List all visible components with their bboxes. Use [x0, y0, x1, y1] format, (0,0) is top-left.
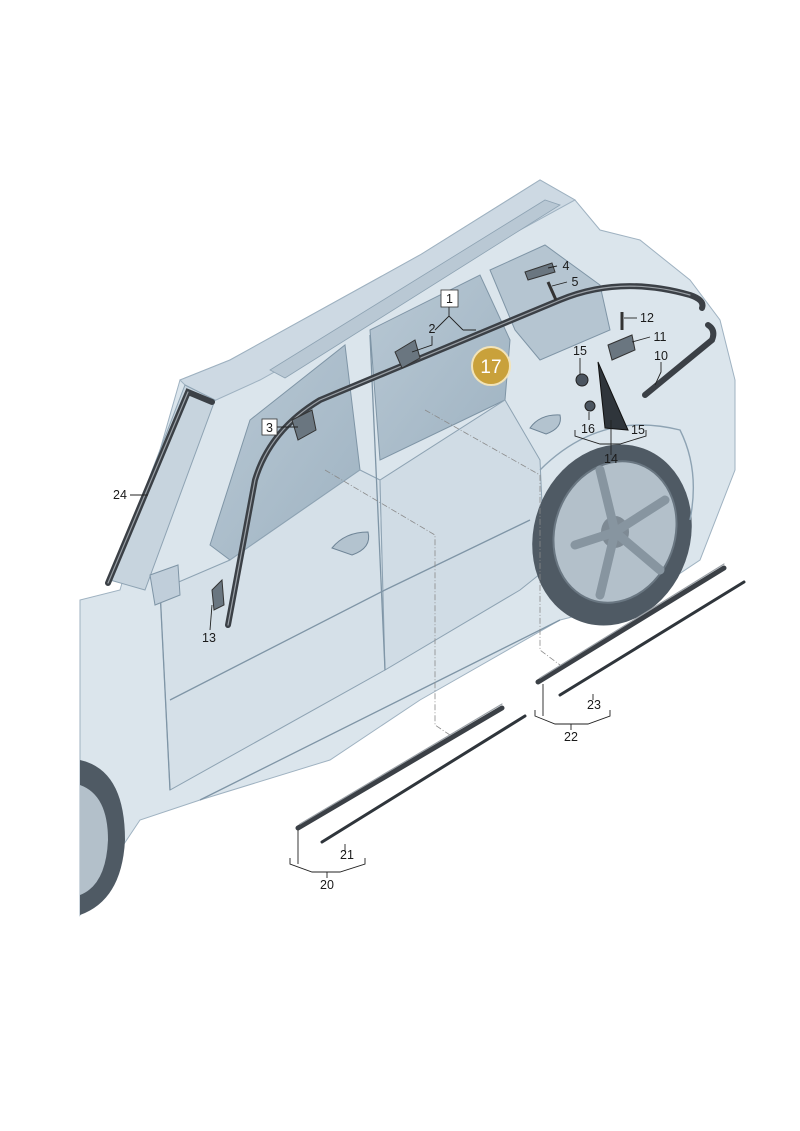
- rear-wheel: [532, 444, 692, 626]
- callout-3[interactable]: 3: [266, 421, 273, 435]
- leader-lines: [130, 265, 662, 878]
- part-5-screw: [546, 281, 558, 301]
- part-11-bracket: [607, 334, 636, 361]
- roof-rail: [269, 199, 561, 379]
- callout-4[interactable]: 4: [563, 259, 570, 273]
- callout-13[interactable]: 13: [202, 631, 216, 645]
- rear-door-handle: [529, 414, 561, 435]
- callout-11[interactable]: 11: [654, 330, 667, 344]
- character-line: [169, 519, 531, 701]
- callout-22[interactable]: 22: [564, 730, 578, 744]
- highlight-badge-circle: [471, 346, 511, 386]
- part-4-clip: [524, 262, 556, 281]
- part-10-trim-strip: [642, 322, 717, 398]
- callout-1-box: [440, 289, 459, 308]
- sill-line: [199, 619, 561, 801]
- callout-16[interactable]: 16: [581, 422, 595, 436]
- callout-24[interactable]: 24: [113, 488, 127, 502]
- part-3-clip: [291, 409, 317, 441]
- small-parts: [211, 262, 636, 611]
- callout-3-box: [261, 418, 278, 436]
- callout-10[interactable]: 10: [654, 349, 668, 363]
- callout-2[interactable]: 2: [429, 322, 436, 336]
- callout-20[interactable]: 20: [320, 878, 334, 892]
- callout-15-bottom[interactable]: 15: [631, 423, 645, 437]
- wheel-arch: [539, 424, 694, 521]
- car-body: [79, 179, 736, 917]
- callout-12[interactable]: 12: [640, 311, 654, 325]
- callout-labels: 1 2 3 4 5 10 11 12 13 14 15 15 16 20 21 …: [113, 259, 668, 892]
- part-20-door-seal-front: [295, 703, 505, 831]
- a-pillar: [109, 384, 216, 591]
- part-21-door-seal-front-inner: [320, 714, 527, 844]
- side-mirror: [149, 564, 181, 606]
- front-door-handle: [331, 531, 370, 556]
- roof-panel: [179, 179, 577, 406]
- front-door-edge: [159, 589, 171, 791]
- highlight-badge-17[interactable]: 17: [471, 346, 511, 386]
- callout-15-top[interactable]: 15: [573, 344, 587, 358]
- part-16-nut: [584, 400, 596, 412]
- front-wheel: [80, 760, 125, 915]
- callout-1[interactable]: 1: [446, 292, 453, 306]
- callout-5[interactable]: 5: [572, 275, 579, 289]
- part-13-clip: [211, 578, 225, 611]
- part-24-windshield-seal: [105, 388, 215, 586]
- part-22-door-seal-rear: [535, 563, 727, 685]
- b-pillar-line: [369, 334, 386, 671]
- callout-21[interactable]: 21: [340, 848, 354, 862]
- part-15-clip: [575, 373, 589, 387]
- part-1-roof-trim-strip: [225, 283, 706, 628]
- part-2-clip: [394, 339, 421, 369]
- part-23-door-seal-rear-inner: [558, 580, 746, 697]
- part-14-trim-panel: [597, 361, 629, 431]
- projection-lines: [324, 409, 561, 736]
- callout-23[interactable]: 23: [587, 698, 601, 712]
- callout-14[interactable]: 14: [604, 452, 618, 466]
- highlight-badge-label: 17: [480, 357, 501, 378]
